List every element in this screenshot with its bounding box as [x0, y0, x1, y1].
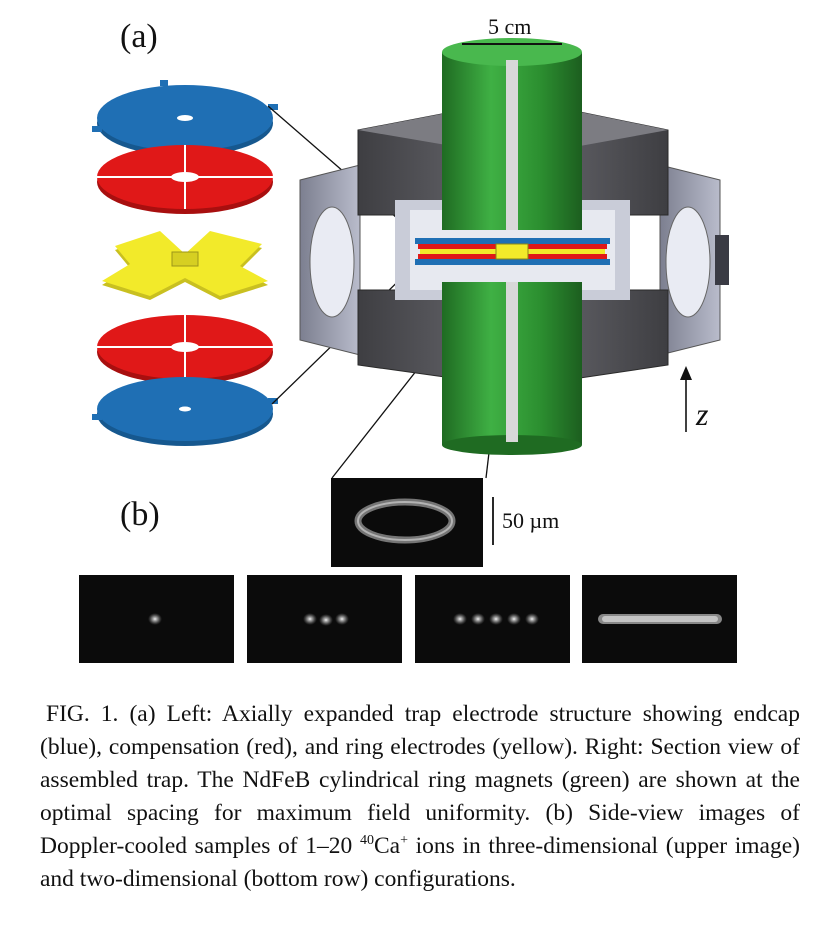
ring-electrode [102, 231, 268, 300]
z-axis-arrow [680, 366, 692, 432]
endcap-electrode-top [92, 80, 278, 156]
compensation-electrode-bottom [97, 315, 273, 384]
ion-image-4 [582, 575, 737, 663]
z-axis-label: z [696, 396, 709, 432]
compensation-electrode-top [97, 145, 273, 214]
ion-image-3d [331, 478, 483, 567]
scale-label-5cm: 5 cm [488, 14, 532, 39]
ion-image-3 [415, 575, 570, 663]
scale-label-50um: 50 µm [502, 508, 560, 533]
ion-image-2 [247, 575, 402, 663]
ion-image-1 [79, 575, 234, 663]
figure-drawing [79, 38, 737, 663]
caption-text-part1: FIG. 1. (a) Left: Axially expanded trap … [40, 701, 800, 859]
figure-caption: FIG. 1. (a) Left: Axially expanded trap … [40, 698, 800, 896]
caption-text-part2: ions in three-dimensional (upper image) … [40, 833, 800, 892]
panel-b-label: (b) [120, 496, 160, 533]
caption-charge: + [400, 833, 408, 849]
caption-ion: Ca [373, 833, 401, 859]
trap-assembly [299, 38, 729, 455]
endcap-electrode-bottom [92, 377, 278, 446]
panel-a-label: (a) [120, 18, 158, 55]
caption-isotope: 40 [359, 833, 374, 849]
